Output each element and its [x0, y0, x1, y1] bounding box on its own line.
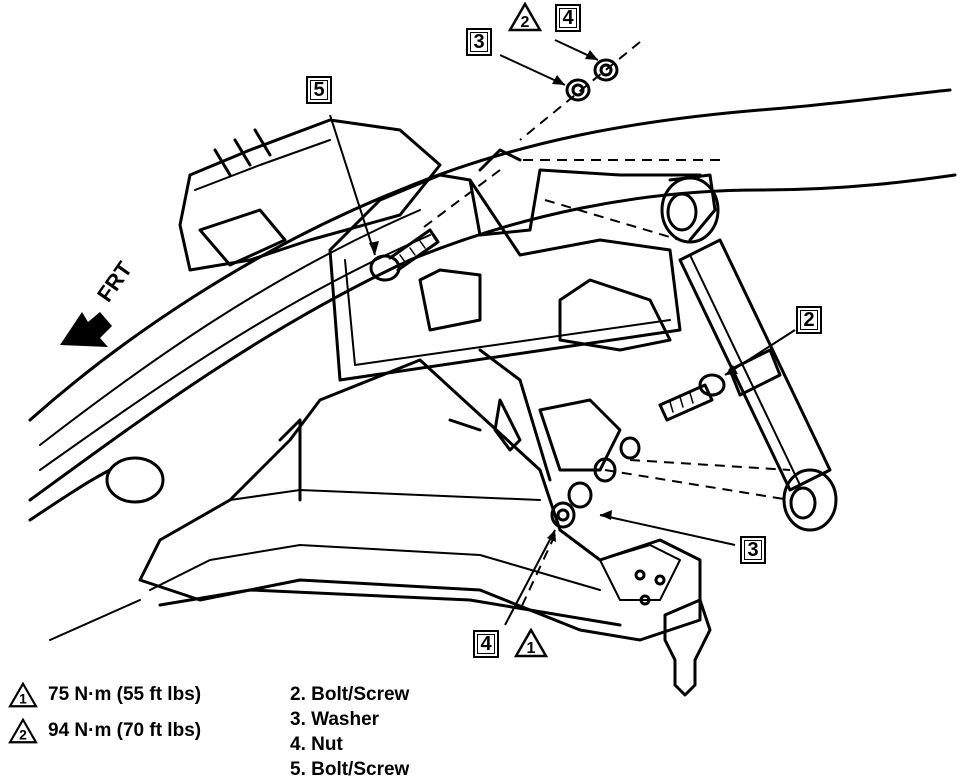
callout-bolt-upper: 5 — [306, 76, 332, 104]
torque-triangle-icon: 2 — [508, 2, 542, 32]
callout-nut-top: 4 — [555, 4, 581, 32]
front-arrow — [60, 312, 112, 347]
callout-nut-lower: 4 — [473, 630, 499, 658]
washer-top — [565, 78, 591, 102]
upper-bracket — [328, 173, 682, 382]
triangle-number: 2 — [19, 727, 27, 743]
torque-spec-row: 1 75 N·m (55 ft lbs) — [6, 682, 201, 708]
callout-label: 5 — [313, 79, 325, 101]
ball-joint — [663, 598, 712, 697]
callout-label: 4 — [480, 633, 492, 655]
triangle-number: 1 — [19, 691, 27, 707]
parts-list-item: 5. Bolt/Screw — [290, 759, 410, 780]
torque-spec-row: 2 94 N·m (70 ft lbs) — [6, 718, 201, 744]
callout-washer-top: 3 — [466, 28, 492, 56]
washer-lower-3 — [567, 481, 593, 509]
callout-label: 3 — [747, 539, 759, 561]
washer-lower-2 — [593, 457, 617, 483]
torque-triangle-icon: 1 — [514, 628, 548, 658]
torque-triangle-icon: 1 — [8, 682, 38, 708]
torque-spec-text: 94 N·m (70 ft lbs) — [48, 720, 202, 741]
bolt-upper — [369, 228, 440, 282]
callout-label: 4 — [562, 7, 574, 29]
parts-list: 2. Bolt/Screw 3. Washer 4. Nut 5. Bolt/S… — [290, 684, 409, 784]
frame-rail-upper — [28, 88, 952, 422]
parts-list-item: 2. Bolt/Screw — [290, 684, 410, 705]
shock-absorber — [660, 173, 838, 532]
triangle-number: 1 — [527, 640, 536, 657]
frame-rail-lower — [28, 173, 957, 502]
frame-mount-block — [178, 118, 442, 272]
torque-legend: 1 75 N·m (55 ft lbs) 2 94 N·m (70 ft lbs… — [6, 682, 201, 744]
nut-lower — [550, 501, 576, 529]
torque-spec-text: 75 N·m (55 ft lbs) — [48, 684, 202, 705]
callout-label: 3 — [473, 31, 485, 53]
parts-list-item: 4. Nut — [290, 734, 343, 755]
callout-bolt-shock: 2 — [796, 306, 822, 334]
callout-washer-lower: 3 — [740, 536, 766, 564]
torque-triangle-icon: 2 — [8, 718, 38, 744]
callout-label: 2 — [803, 309, 815, 331]
parts-list-item: 3. Washer — [290, 709, 380, 730]
triangle-number: 2 — [521, 14, 530, 31]
washer-lower-1 — [619, 436, 641, 460]
bolt-shock — [658, 373, 726, 422]
nut-top — [593, 58, 619, 82]
